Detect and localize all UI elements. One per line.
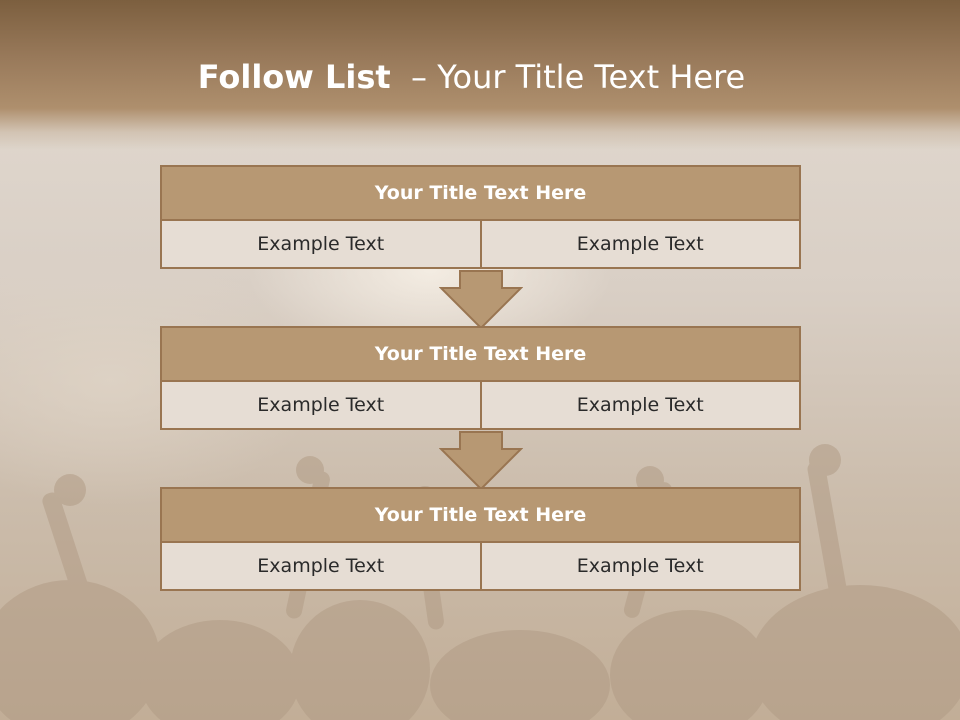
step-title[interactable]: Your Title Text Here bbox=[160, 165, 801, 221]
step-row: Example Text Example Text bbox=[160, 380, 801, 430]
step-cell-right[interactable]: Example Text bbox=[479, 380, 801, 430]
step-cell-right[interactable]: Example Text bbox=[479, 541, 801, 591]
step-title[interactable]: Your Title Text Here bbox=[160, 487, 801, 543]
step-block-2[interactable]: Your Title Text Here Example Text Exampl… bbox=[160, 326, 801, 430]
slide-title[interactable]: Follow List – Your Title Text Here bbox=[0, 52, 943, 102]
step-cell-right[interactable]: Example Text bbox=[479, 219, 801, 269]
down-arrow-icon bbox=[439, 270, 523, 330]
step-cell-left[interactable]: Example Text bbox=[160, 380, 482, 430]
step-cell-left[interactable]: Example Text bbox=[160, 219, 482, 269]
step-block-1[interactable]: Your Title Text Here Example Text Exampl… bbox=[160, 165, 801, 269]
step-row: Example Text Example Text bbox=[160, 541, 801, 591]
slide-title-bold: Follow List bbox=[197, 58, 391, 96]
slide-title-rest: – Your Title Text Here bbox=[411, 58, 746, 96]
down-arrow-icon bbox=[439, 431, 523, 491]
step-block-3[interactable]: Your Title Text Here Example Text Exampl… bbox=[160, 487, 801, 591]
step-row: Example Text Example Text bbox=[160, 219, 801, 269]
title-band bbox=[0, 0, 960, 150]
step-cell-left[interactable]: Example Text bbox=[160, 541, 482, 591]
step-title[interactable]: Your Title Text Here bbox=[160, 326, 801, 382]
